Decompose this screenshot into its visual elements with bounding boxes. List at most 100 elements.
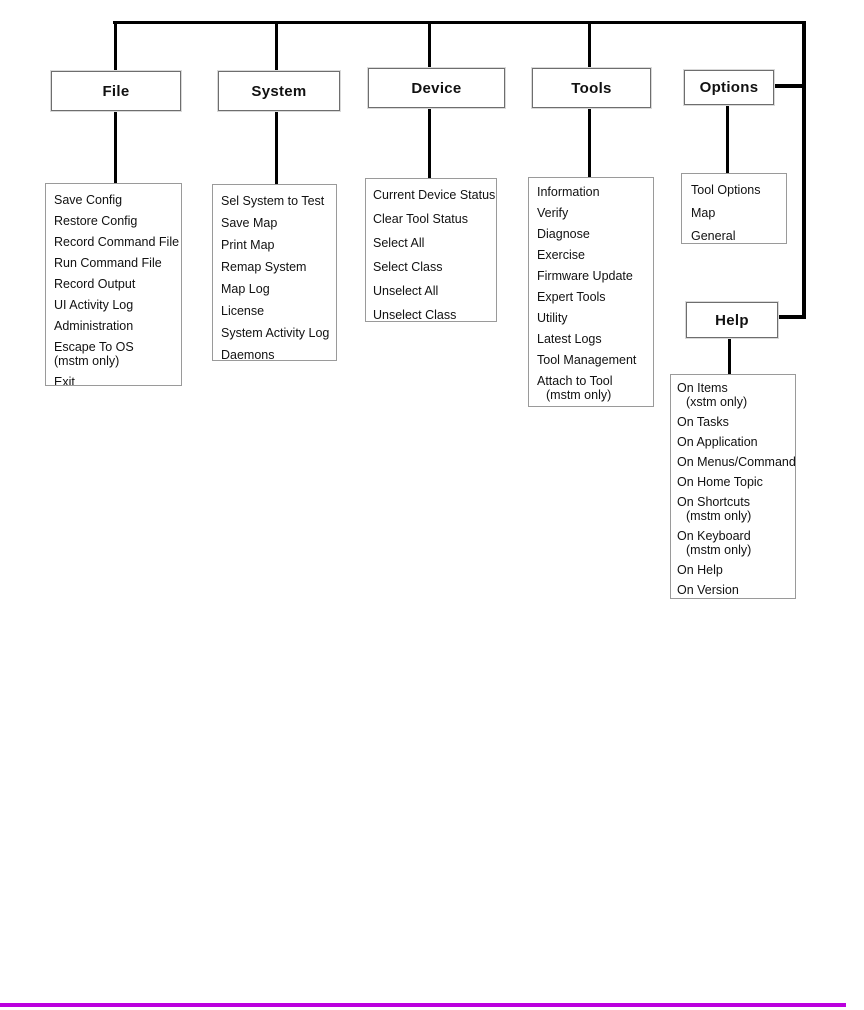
menu-item-note: (mstm only) <box>54 354 120 368</box>
menu-item-label: System Activity Log <box>221 326 330 340</box>
menu-item-label: Diagnose <box>537 227 590 241</box>
menu-item: Map Log <box>221 282 336 296</box>
menu-item: On Items(xstm only) <box>677 381 795 409</box>
menu-item-label: Expert Tools <box>537 290 606 304</box>
menu-item-label: Current Device Status <box>373 188 496 202</box>
menu-item: Clear Tool Status <box>373 212 496 226</box>
bottom-accent-rule <box>0 1003 846 1007</box>
menu-item: On Help <box>677 563 795 577</box>
menu-item: Exercise <box>537 248 653 262</box>
menu-item: Utility <box>537 311 653 325</box>
menu-item: Run Command File <box>54 256 181 270</box>
menu-item: Expert Tools <box>537 290 653 304</box>
menu-item-note: (mstm only) <box>686 543 752 557</box>
menu-item: Select Class <box>373 260 496 274</box>
menu-header-label: Options <box>699 79 759 96</box>
menu-item: Save Config <box>54 193 181 207</box>
menu-item-label: Tool Options <box>691 183 761 197</box>
menu-header-device: Device <box>368 68 505 108</box>
menu-item-label: Run Command File <box>54 256 162 270</box>
connector-options-vertical <box>726 100 729 173</box>
menu-item: General <box>691 229 786 243</box>
menu-item: Diagnose <box>537 227 653 241</box>
menu-header-label: Tools <box>571 79 612 97</box>
menu-item-label: Save Config <box>54 193 123 207</box>
menu-header-label: File <box>102 82 130 100</box>
menu-item-label: Sel System to Test <box>221 194 325 208</box>
menu-item-label: UI Activity Log <box>54 298 134 312</box>
menu-item-label: Firmware Update <box>537 269 633 283</box>
menu-item: Current Device Status <box>373 188 496 202</box>
menu-item-label: General <box>691 229 736 243</box>
menu-item: Verify <box>537 206 653 220</box>
menu-item-label: Restore Config <box>54 214 138 228</box>
menu-item-label: Administration <box>54 319 134 333</box>
menu-item-label: On Version <box>677 583 739 597</box>
menu-item-label: Map Log <box>221 282 270 296</box>
menu-item: Unselect Class <box>373 308 496 322</box>
menu-item-label: Unselect All <box>373 284 439 298</box>
menu-header-label: Device <box>411 79 462 97</box>
menu-item-label: On Home Topic <box>677 475 763 489</box>
menu-item: Latest Logs <box>537 332 653 346</box>
menu-item: Administration <box>54 319 181 333</box>
menu-item: License <box>221 304 336 318</box>
connector-top-horizontal <box>113 21 806 24</box>
menu-item: Record Command File <box>54 235 181 249</box>
menu-item-label: Unselect Class <box>373 308 457 322</box>
menu-item: On Home Topic <box>677 475 795 489</box>
menu-item-note: (mstm only) <box>546 388 612 402</box>
menu-item-label: Verify <box>537 206 569 220</box>
menu-item-label: Select All <box>373 236 425 250</box>
menu-item-label: On Shortcuts <box>677 495 750 509</box>
menu-item-label: On Help <box>677 563 723 577</box>
connector-right-vertical <box>802 21 806 319</box>
menu-item-label: On Application <box>677 435 758 449</box>
connector-help-horizontal <box>776 315 806 319</box>
menu-item-label: Daemons <box>221 348 275 361</box>
menu-list-help: On Items(xstm only) On Tasks On Applicatio… <box>670 374 796 599</box>
menu-item-label: On Tasks <box>677 415 729 429</box>
menu-item: Sel System to Test <box>221 194 336 208</box>
menu-item-label: Information <box>537 185 600 199</box>
menu-item-label: Record Command File <box>54 235 180 249</box>
menu-item: Attach to Tool(mstm only) <box>537 374 653 402</box>
menu-item-label: Exercise <box>537 248 585 262</box>
menu-item: Exit <box>54 375 181 386</box>
menu-item: Unselect All <box>373 284 496 298</box>
menu-item: Save Map <box>221 216 336 230</box>
menu-item: Restore Config <box>54 214 181 228</box>
connector-help-vertical <box>728 336 731 374</box>
menu-item: On Keyboard(mstm only) <box>677 529 795 557</box>
menu-item-note: (mstm only) <box>686 509 752 523</box>
menu-header-file: File <box>51 71 181 111</box>
menu-item-label: Attach to Tool <box>537 374 613 388</box>
menu-item: On Version <box>677 583 795 597</box>
menu-item: Tool Management <box>537 353 653 367</box>
menu-item: Record Output <box>54 277 181 291</box>
menu-item-label: Save Map <box>221 216 278 230</box>
menu-item-label: On Keyboard <box>677 529 751 543</box>
menu-item-label: On Menus/Command <box>677 455 796 469</box>
menu-item: On Application <box>677 435 795 449</box>
menu-header-label: System <box>251 82 307 100</box>
menu-item: Firmware Update <box>537 269 653 283</box>
menu-header-options: Options <box>684 70 774 105</box>
menu-item-label: License <box>221 304 265 318</box>
menu-item: On Shortcuts(mstm only) <box>677 495 795 523</box>
menu-item-label: Escape To OS <box>54 340 134 354</box>
menu-item-label: Print Map <box>221 238 275 252</box>
menu-item-label: Exit <box>54 375 75 386</box>
menu-header-help: Help <box>686 302 778 338</box>
menu-item-label: On Items <box>677 381 728 395</box>
menu-item-label: Latest Logs <box>537 332 602 346</box>
menu-header-tools: Tools <box>532 68 651 108</box>
menu-item: Tool Options <box>691 183 786 197</box>
menu-item-label: Remap System <box>221 260 307 274</box>
connector-options-horizontal <box>772 84 806 88</box>
